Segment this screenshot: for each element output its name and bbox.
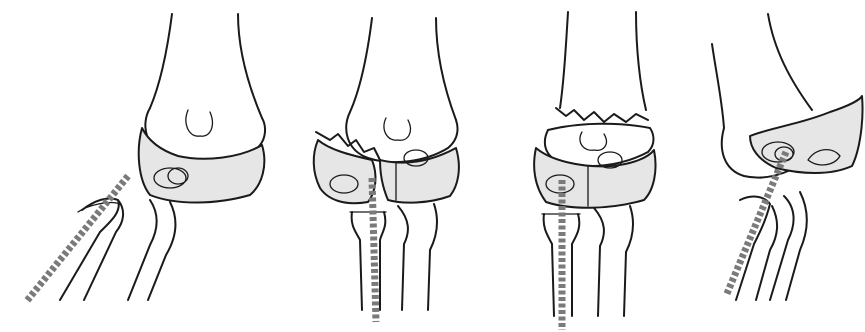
humerus-shaft-4 [712,14,812,128]
trochlea-notch-2 [384,118,410,140]
growth-cartilage-4 [750,96,863,173]
growth-cartilage-1 [139,128,265,203]
panel-3 [534,12,655,330]
panel-1 [26,14,265,302]
trochlea-notch-3 [580,132,606,150]
humerus-shaft-3 [560,12,646,110]
growth-cartilage-2 [380,148,459,203]
ulna-2 [398,204,437,310]
ulna-1 [128,200,176,300]
trochlea-notch-1 [186,110,212,136]
panel-4 [712,14,863,300]
ulna-3 [594,206,633,316]
humerus-shaft-2 [350,18,456,120]
panel-2 [314,18,459,322]
radial-axis-2 [372,178,376,322]
ulna-4 [770,192,807,300]
humerus-shaft-1 [150,14,262,118]
fracture-line-3 [556,108,648,122]
displaced-fragment-2 [314,140,376,203]
radius-2 [352,212,386,310]
